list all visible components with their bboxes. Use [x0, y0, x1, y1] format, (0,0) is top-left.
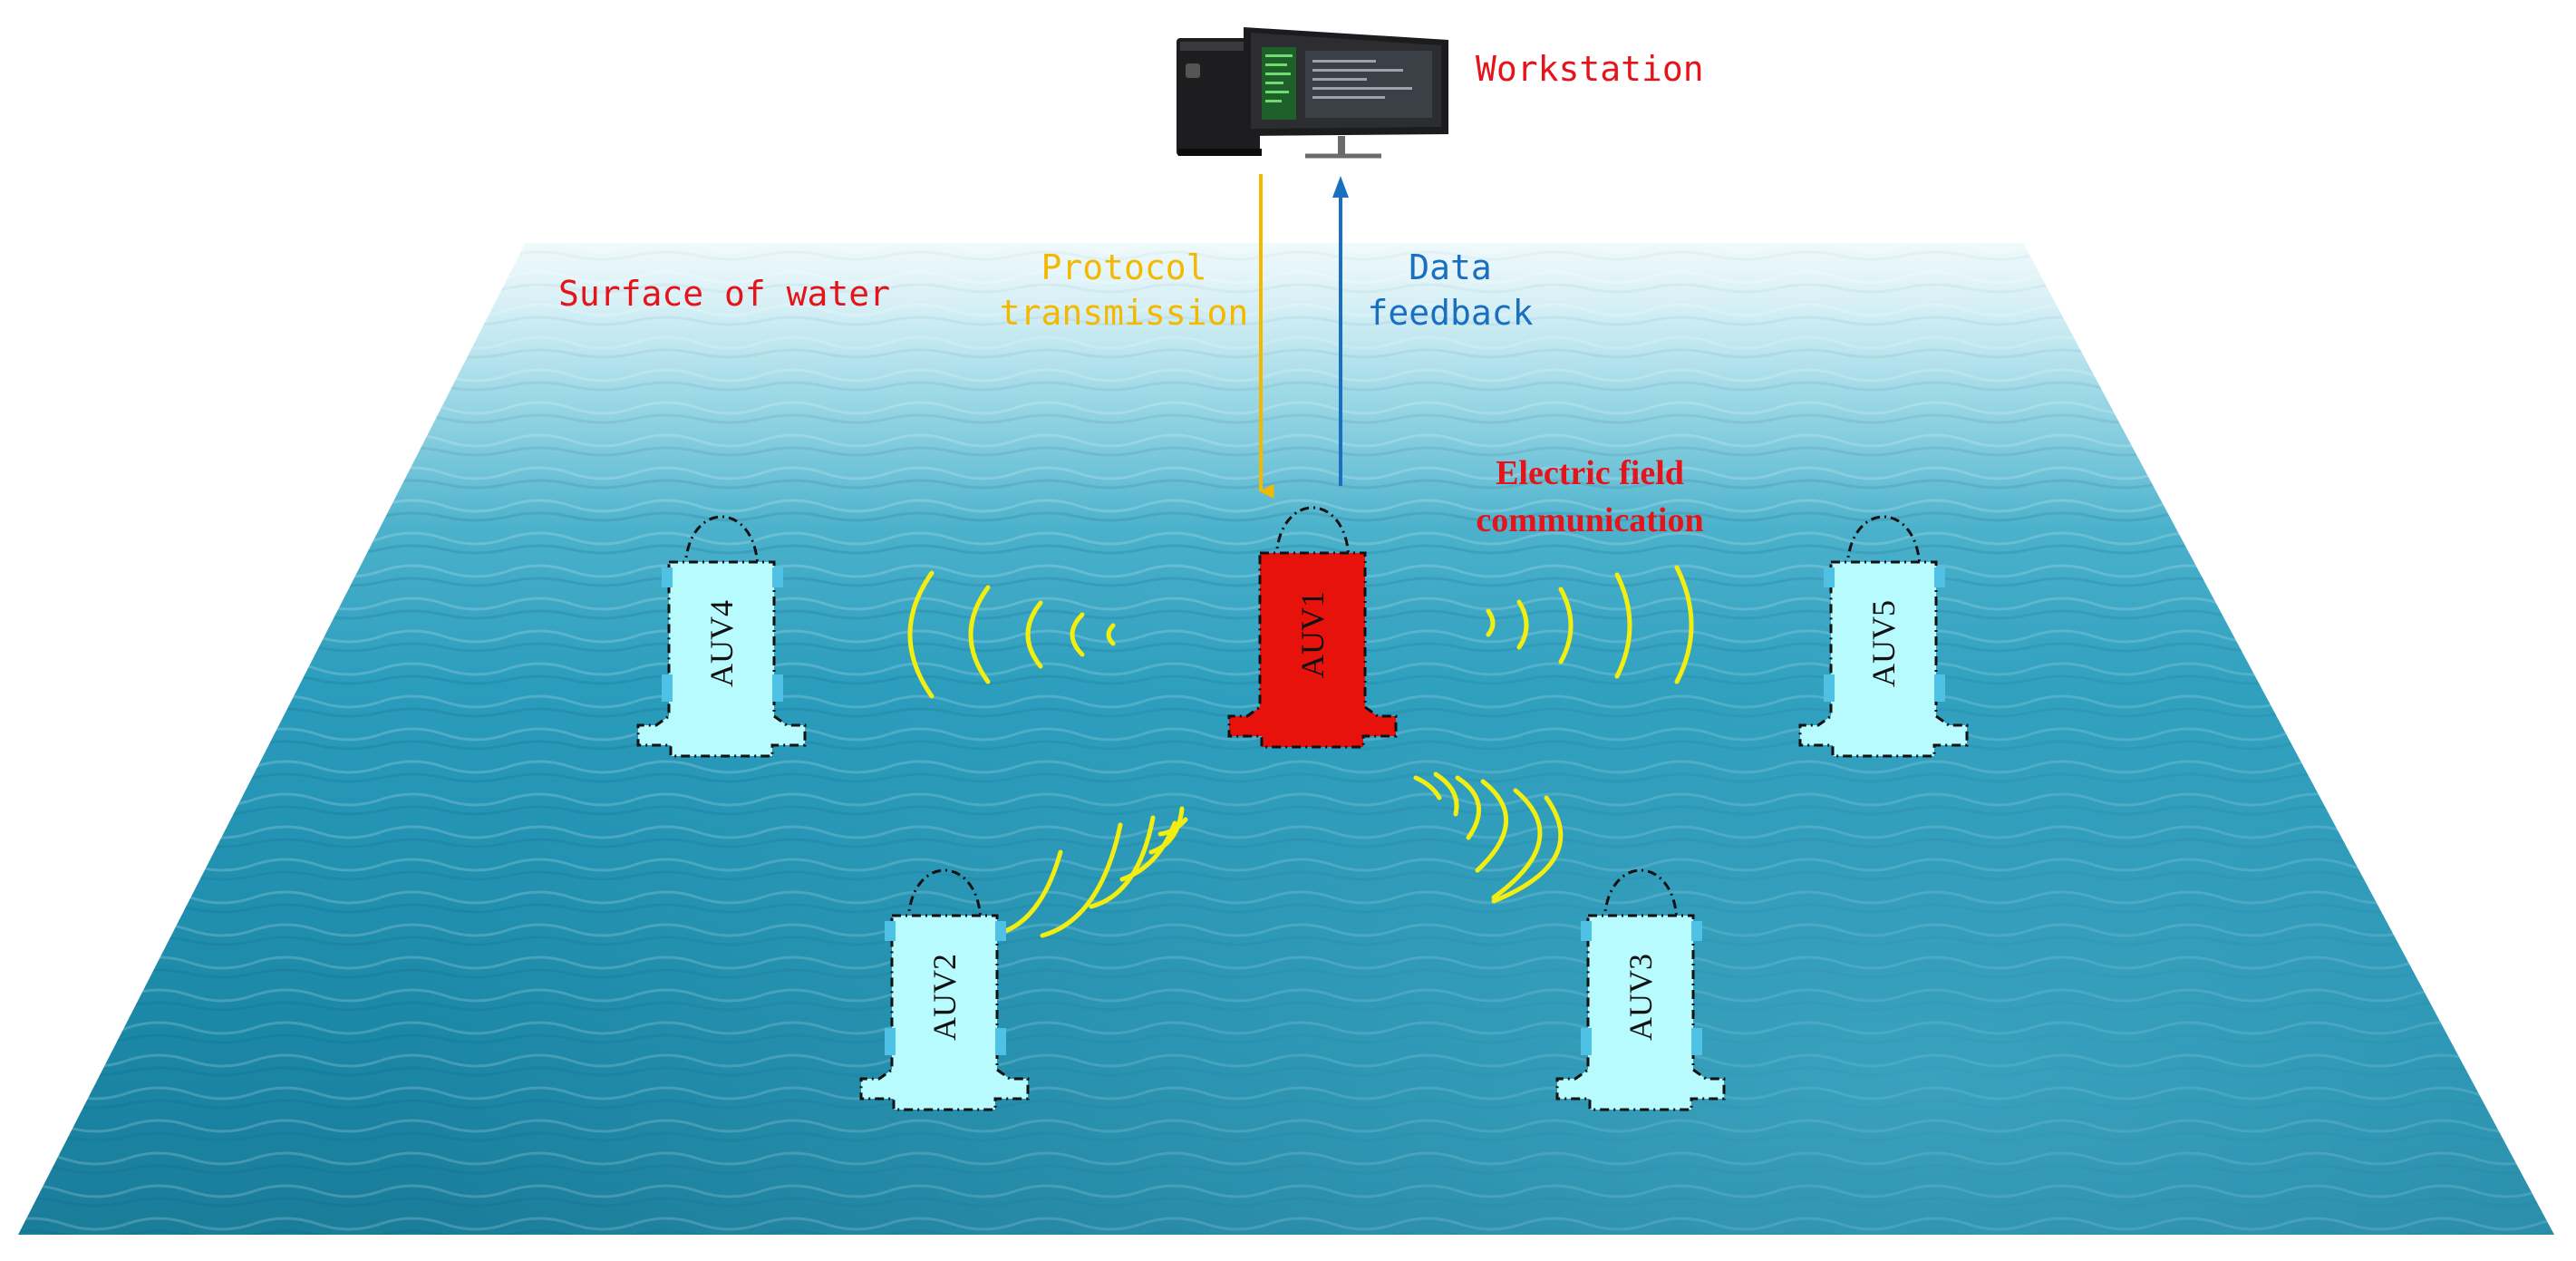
auv-thruster [662, 674, 673, 702]
auv-antenna [906, 868, 983, 926]
auv-auv1: AUV1 [1227, 506, 1398, 749]
workstation-label: Workstation [1476, 49, 1704, 89]
auv-thruster [995, 921, 1006, 941]
electric-label-line1: Electric field [1496, 454, 1684, 492]
auv-auv4: AUV4 [636, 515, 807, 758]
auv-label: AUV1 [1294, 591, 1331, 678]
auv-thruster [662, 567, 673, 587]
electric-label-line2: communication [1476, 501, 1704, 539]
auv-label: AUV4 [703, 600, 740, 687]
protocol-label-line1: Protocol [1041, 247, 1207, 287]
protocol-label-line2: transmission [999, 293, 1249, 333]
auv-body [1555, 914, 1726, 1111]
electric-field-communication-label: Electric field communication [1454, 450, 1726, 544]
auv-thruster [1581, 921, 1592, 941]
auv-body [859, 914, 1030, 1111]
auv-body [1798, 560, 1969, 758]
auv-thruster [1934, 567, 1945, 587]
auv-auv3: AUV3 [1555, 868, 1726, 1111]
auv-thruster [772, 567, 783, 587]
auv-body [1227, 551, 1398, 749]
auv-auv2: AUV2 [859, 868, 1030, 1111]
data-label-line1: Data [1409, 247, 1492, 287]
workstation-icon [1177, 27, 1448, 159]
surface-of-water-label: Surface of water [558, 274, 891, 314]
auv-thruster [885, 921, 896, 941]
auv-thruster [1934, 674, 1945, 702]
signal-waves-to-auv4 [907, 570, 1116, 699]
data-feedback-arrow [1332, 176, 1349, 486]
auv-thruster [1691, 921, 1702, 941]
auv-thruster [885, 1028, 896, 1055]
signal-waves-to-auv3 [1413, 771, 1564, 904]
auv-thruster [772, 674, 783, 702]
auv-antenna [683, 515, 760, 572]
auv-label: AUV2 [926, 954, 963, 1041]
auv-auv5: AUV5 [1798, 515, 1969, 758]
auv-thruster [1824, 674, 1835, 702]
auv-thruster [1824, 567, 1835, 587]
monitor-icon [1244, 27, 1448, 159]
auv-thruster [995, 1028, 1006, 1055]
auv-label: AUV5 [1865, 600, 1902, 687]
auv-thruster [1691, 1028, 1702, 1055]
protocol-transmission-label: Protocol transmission [997, 245, 1251, 335]
signal-waves-to-auv5 [1486, 565, 1694, 684]
auv-antenna [1274, 506, 1351, 563]
auv-antenna [1845, 515, 1922, 572]
auv-antenna [1603, 868, 1679, 926]
data-label-line2: feedback [1367, 293, 1534, 333]
signal-waves-to-auv2 [994, 806, 1188, 938]
water-surface [18, 243, 2554, 1235]
auv-thruster [1581, 1028, 1592, 1055]
auv-label: AUV3 [1622, 954, 1659, 1041]
data-feedback-label: Data feedback [1367, 245, 1534, 335]
auv-body [636, 560, 807, 758]
signal-wave-icon [907, 565, 1694, 938]
